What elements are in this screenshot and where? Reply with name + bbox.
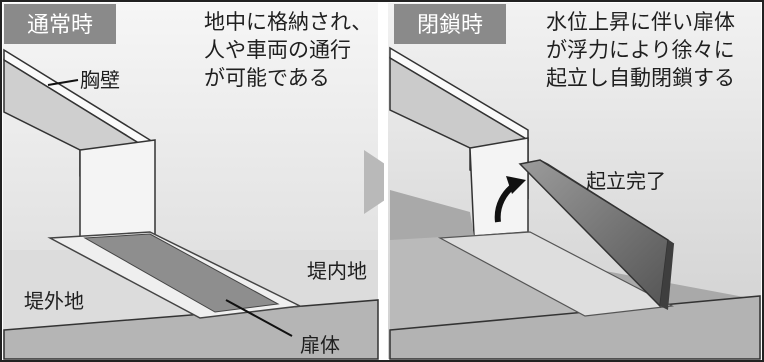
tag-closed-bg xyxy=(394,4,506,44)
normal-desc-line-2: 人や車両の通行 xyxy=(204,38,351,62)
parapet-end-face xyxy=(79,139,156,241)
normal-desc-line-3: が可能である xyxy=(204,66,330,90)
tag-normal: 通常時 xyxy=(27,13,93,38)
wall-leader-line xyxy=(47,79,79,86)
label-inside: 堤内地 xyxy=(307,259,367,283)
label-complete: 起立完了 xyxy=(586,169,666,193)
closed-desc-line-1: 水位上昇に伴い扉体 xyxy=(546,10,735,34)
label-gate: 扉体 xyxy=(300,333,340,357)
label-outside: 堤外地 xyxy=(24,289,84,313)
label-wall: 胸壁 xyxy=(80,68,120,92)
normal-desc-line-1: 地中に格納され、 xyxy=(204,10,372,34)
raised-gate-thickness xyxy=(660,240,674,310)
panel-normal: 通常時 地中に格納され、 人や車両の通行 が可能である 胸壁 堤内地 堤外地 扉… xyxy=(3,3,379,360)
tag-normal-bg xyxy=(4,4,116,44)
rise-arrow-head xyxy=(506,176,526,194)
stored-gate xyxy=(83,233,280,313)
gate-leader-line xyxy=(225,299,293,337)
closed-desc-line-3: 起立し自動閉鎖する xyxy=(546,66,735,90)
panel-closed: 閉鎖時 水位上昇に伴い扉体 が浮力により徐々に 起立し自動閉鎖する 起立完了 xyxy=(388,3,761,360)
tag-closed: 閉鎖時 xyxy=(417,13,483,38)
closed-desc-line-2: が浮力により徐々に xyxy=(546,38,735,62)
gate-slot-closed xyxy=(437,231,675,317)
